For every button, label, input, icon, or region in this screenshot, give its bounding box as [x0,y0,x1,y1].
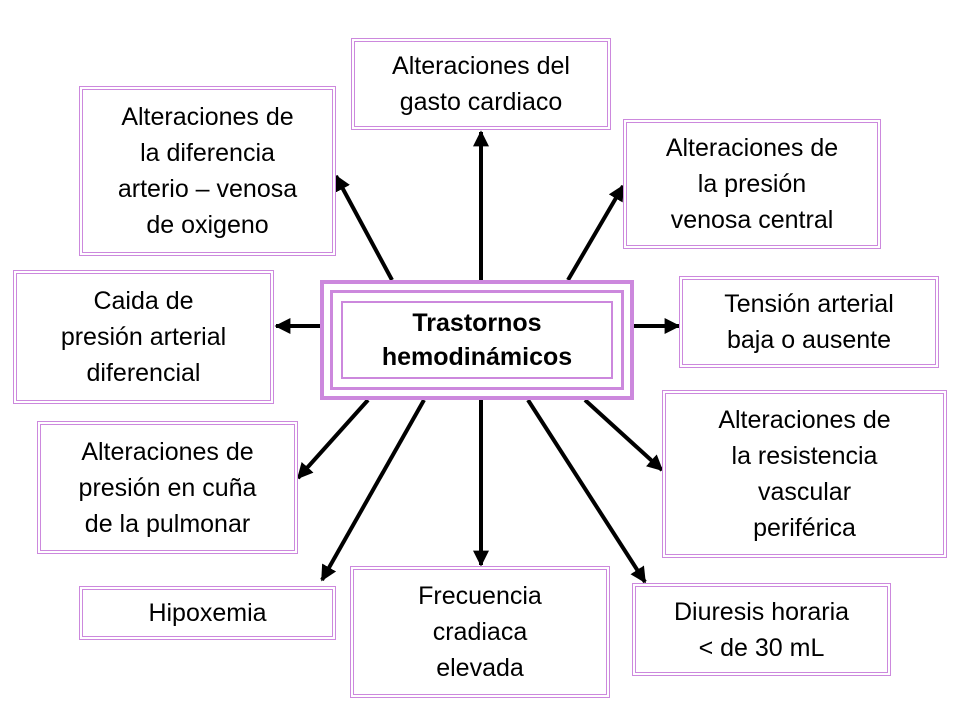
node-hipoxemia: Hipoxemia [79,586,336,640]
node-text-line: arterio – venosa [117,175,298,203]
arrow-to-diuresis [526,398,647,584]
node-text-line: Caida de [93,287,194,315]
node-text-line: la diferencia [140,139,275,167]
node-gasto-cardiaco: Alteraciones del gasto cardiaco [351,38,611,130]
node-text-line: la presión [697,170,807,198]
node-tension-arterial: Tensión arterial baja o ausente [679,276,939,368]
node-text-line: presión arterial [60,323,227,351]
node-text-line: Alteraciones de [665,134,839,162]
node-text-line: venosa central [670,206,834,234]
node-text-line: vascular [757,478,852,506]
center-node: Trastornos hemodinámicos [320,280,634,400]
node-text-line: gasto cardiaco [399,88,563,116]
node-resistencia-vascular: Alteraciones de la resistencia vascular per… [662,390,947,558]
node-diuresis: Diuresis horaria < de 30 mL [632,583,891,676]
node-text-line: Diuresis horaria [673,597,850,626]
arrow-to-resistencia-vascular [583,398,664,472]
center-node-frame: Trastornos hemodinámicos [330,290,624,390]
arrow-to-diferencia-av [334,174,394,281]
node-text-line: Alteraciones de [718,406,891,434]
node-diferencia-av: Alteraciones de la diferencia arterio – ve… [79,86,336,256]
node-text-line: baja o ausente [726,326,892,354]
arrow-to-hipoxemia [320,399,426,582]
arrow-to-presion-venosa [566,184,625,282]
node-text-line: Alteraciones de [81,437,254,466]
node-presion-venosa: Alteraciones de la presión venosa central [623,119,881,249]
node-text-line: Hipoxemia [148,599,267,627]
node-presion-diferencial: Caida de presión arterial diferencial [13,270,274,404]
node-text-line: Frecuencia [418,582,542,610]
node-text-line: de oxigeno [146,211,269,239]
center-text-line: Trastornos [412,309,542,337]
node-text-line: de la pulmonar [84,509,251,538]
center-text-line: hemodinámicos [381,343,573,371]
node-text-line: elevada [436,654,524,682]
node-text-line: cradiaca [432,618,528,646]
node-text-line: la resistencia [731,442,878,470]
node-text-line: periférica [753,514,856,542]
center-node-label: Trastornos hemodinámicos [341,301,613,379]
node-text-line: < de 30 mL [698,633,825,662]
node-frecuencia-cardiaca: Frecuencia cradiaca elevada [350,566,610,698]
node-text-line: presión en cuña [78,473,257,502]
node-text-line: diferencial [86,359,201,387]
node-presion-cuna: Alteraciones de presión en cuña de la pulm… [37,421,298,554]
node-text-line: Tensión arterial [724,290,894,318]
arrow-to-presion-cuna [296,398,370,480]
node-text-line: Alteraciones del [392,52,570,80]
node-text-line: Alteraciones de [121,103,294,131]
